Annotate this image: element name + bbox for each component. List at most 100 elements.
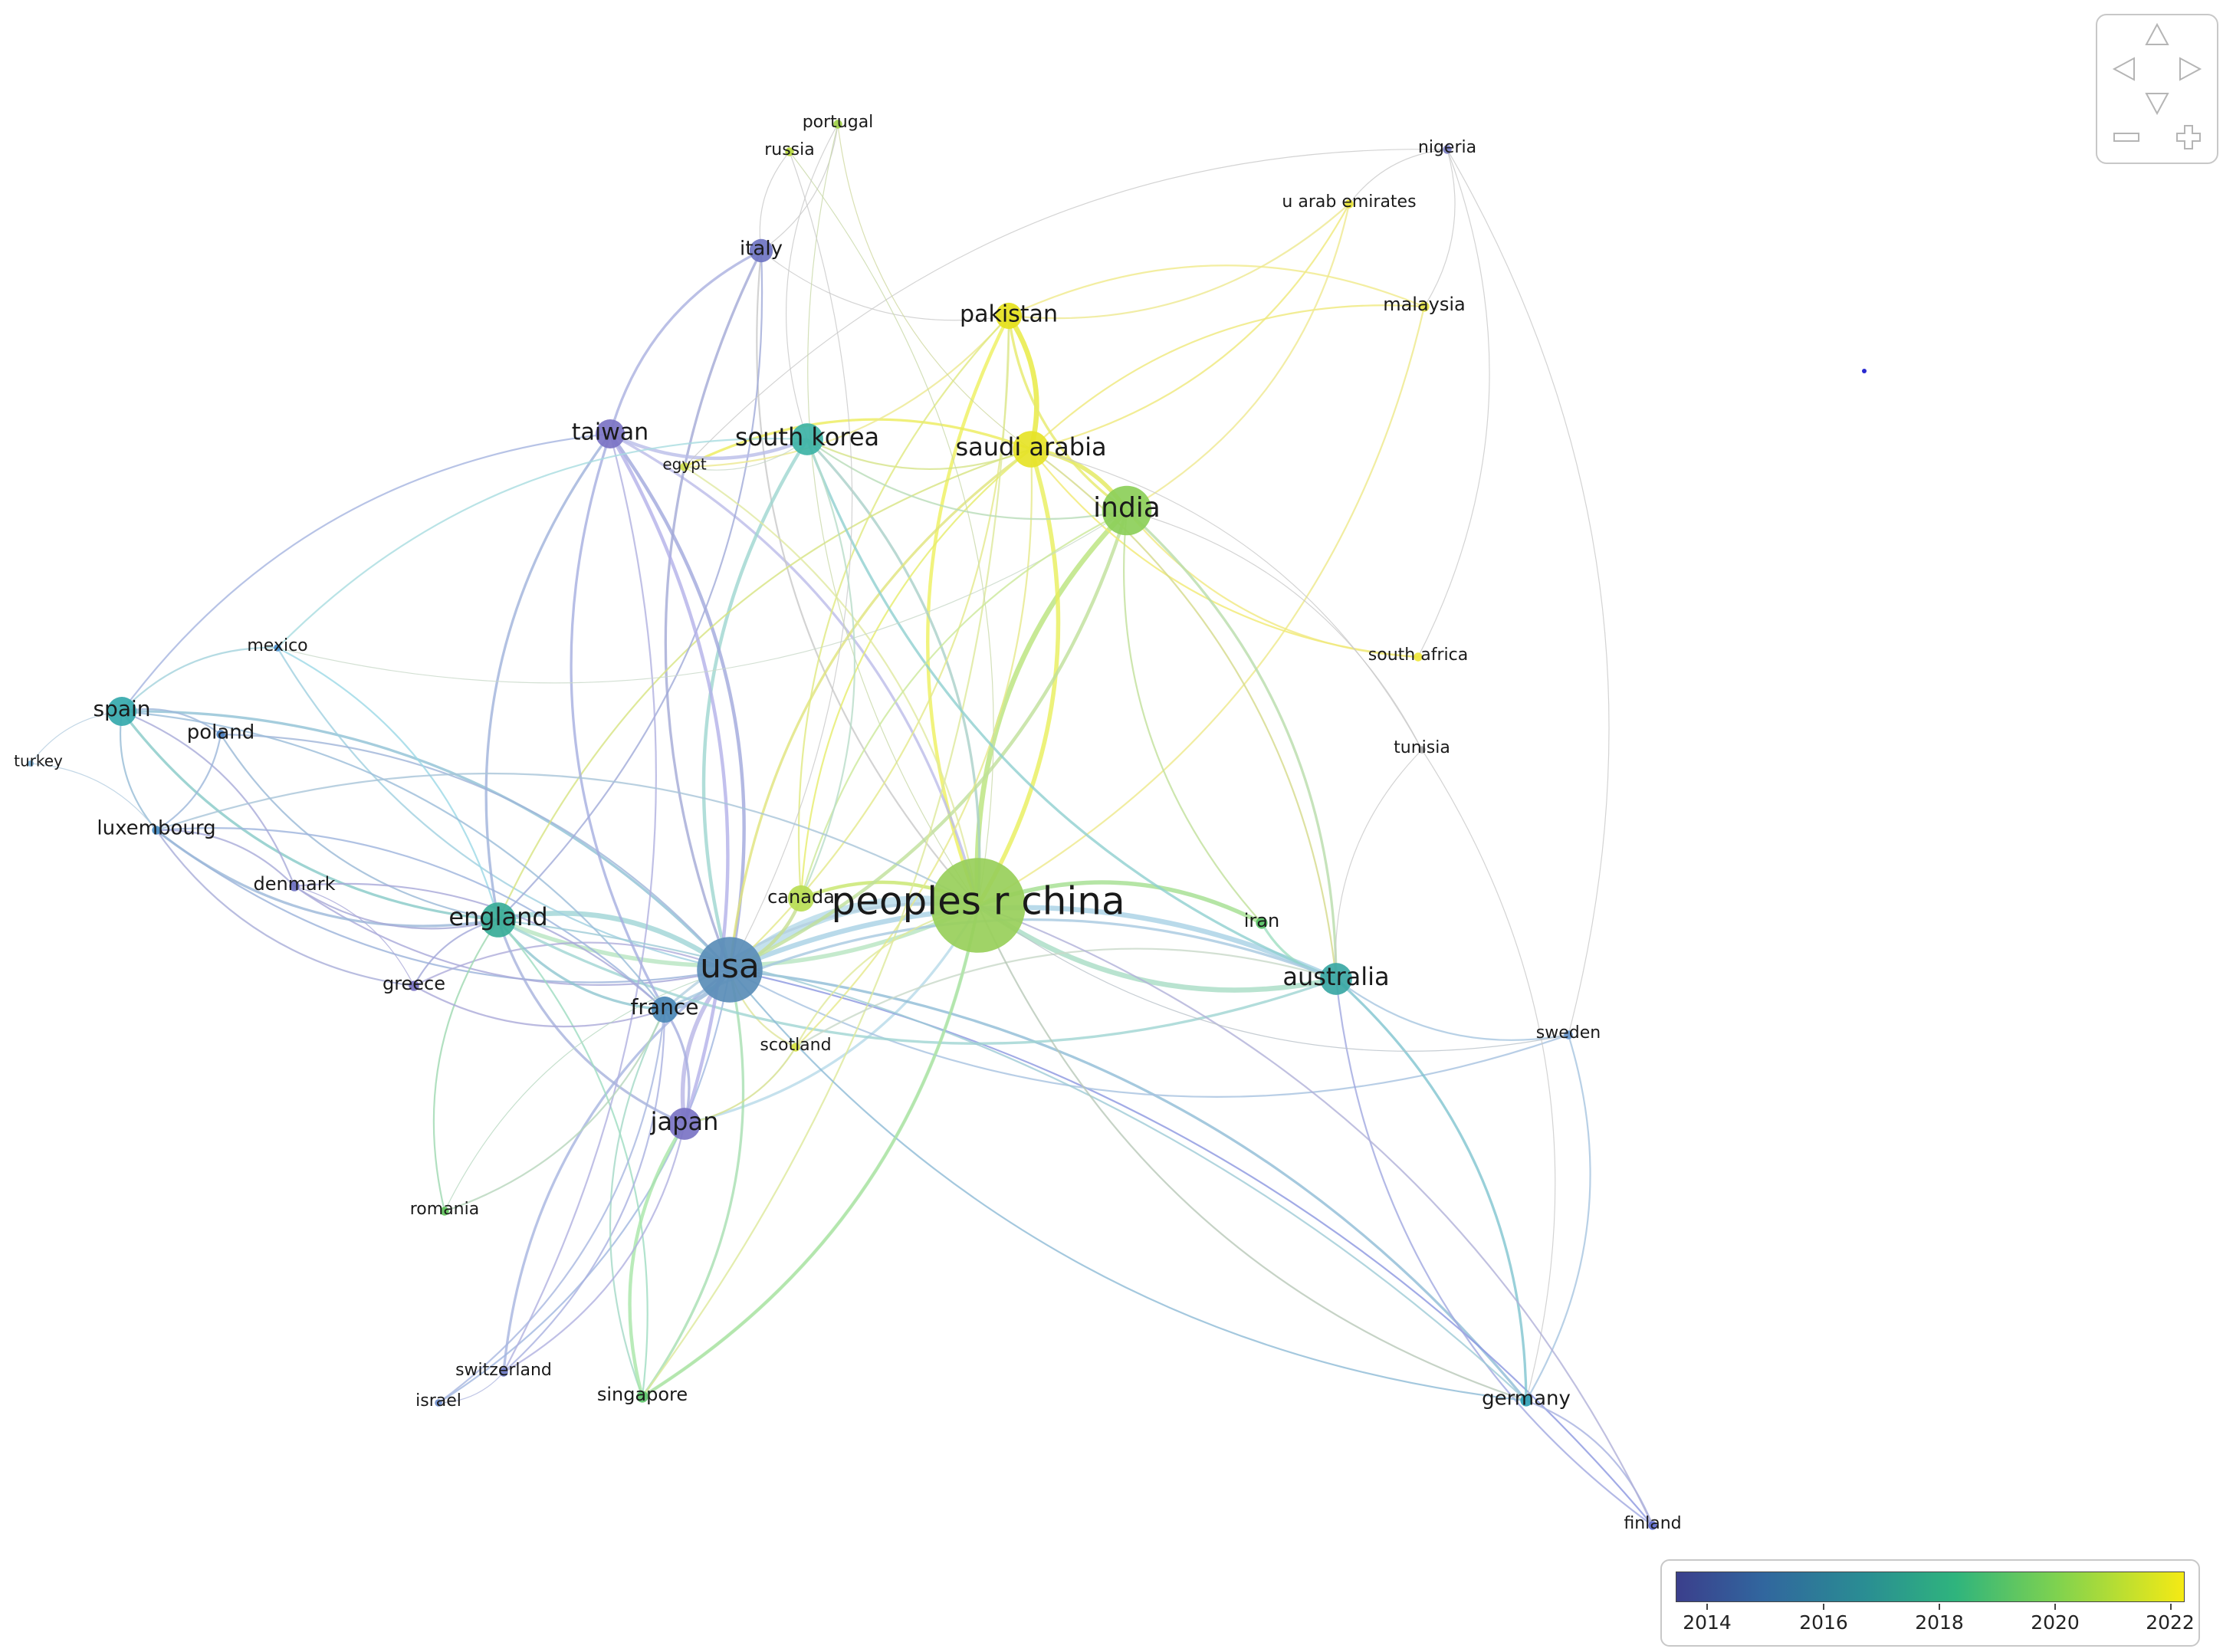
node-label-finland[interactable]: finland [1624,1514,1681,1533]
edge-usa-singapore [641,969,745,1397]
edge-portugal-china [807,123,979,906]
node-singapore[interactable] [636,1391,649,1403]
node-tunisia[interactable] [1418,746,1426,754]
node-portugal[interactable] [833,120,842,129]
edge-italy-pakistan [760,250,1010,321]
node-label-greece[interactable]: greece [383,973,445,994]
node-poland[interactable] [216,730,225,739]
pan-down-icon[interactable] [2145,93,2169,116]
node-label-england[interactable]: england [448,902,547,931]
edge-japan-singapore [628,1122,686,1397]
node-label-spain[interactable]: spain [93,696,150,721]
node-label-tunisia[interactable]: tunisia [1394,738,1450,757]
node-romania[interactable] [440,1207,449,1216]
node-label-saudi-arabia[interactable]: saudi arabia [955,432,1106,461]
node-mexico[interactable] [274,644,281,652]
node-france[interactable] [651,996,678,1023]
node-label-luxembourg[interactable]: luxembourg [97,817,215,840]
node-label-singapore[interactable]: singapore [597,1384,688,1405]
node-sweden[interactable] [1564,1030,1573,1039]
pan-left-icon[interactable] [2112,57,2135,81]
node-label-south-africa[interactable]: south africa [1368,645,1468,665]
node-label-iran[interactable]: iran [1244,910,1279,931]
node-india[interactable] [1102,485,1152,536]
node-luxembourg[interactable] [152,826,161,835]
edge-france-switzerland [503,1009,666,1373]
node-spain[interactable] [107,697,136,726]
node-turkey[interactable] [28,760,34,767]
edge-spain-luxembourg [119,711,157,831]
zoom-in-icon[interactable] [2176,125,2201,149]
node-italy[interactable] [749,238,773,263]
node-label-switzerland[interactable]: switzerland [455,1361,552,1380]
node-label-mexico[interactable]: mexico [247,636,307,655]
node-label-uae[interactable]: u arab emirates [1282,192,1416,212]
edge-pakistan-malaysia [1008,264,1425,317]
node-china[interactable] [931,858,1026,953]
node-label-south-korea[interactable]: south korea [735,422,879,452]
node-label-turkey[interactable]: turkey [14,752,63,770]
node-malaysia[interactable] [1419,301,1430,312]
node-taiwan[interactable] [596,419,625,448]
edge-taiwan-france [570,433,666,1010]
edge-usa-finland [729,968,1653,1526]
node-south-korea[interactable] [791,423,823,455]
node-australia[interactable] [1320,963,1352,995]
node-label-australia[interactable]: australia [1282,962,1389,991]
node-label-italy[interactable]: italy [740,238,783,261]
node-south-africa[interactable] [1414,652,1423,662]
node-label-denmark[interactable]: denmark [253,873,335,895]
edge-france-greece [413,985,665,1028]
node-uae[interactable] [1345,199,1354,209]
node-label-china[interactable]: peoples r china [831,879,1125,924]
node-japan[interactable] [668,1108,701,1140]
pan-up-icon[interactable] [2145,22,2169,45]
node-label-egypt[interactable]: egypt [662,455,707,474]
node-label-malaysia[interactable]: malaysia [1383,294,1466,315]
node-saudi-arabia[interactable] [1013,431,1049,468]
edge-australia-germany [1335,977,1528,1401]
node-nigeria[interactable] [1443,145,1452,154]
node-denmark[interactable] [289,881,300,892]
node-germany[interactable] [1520,1394,1532,1407]
node-england[interactable] [481,902,516,938]
node-greece[interactable] [409,980,419,991]
edge-india-uae [1126,203,1351,511]
node-egypt[interactable] [680,462,689,471]
edge-india-iran [1123,510,1263,924]
node-label-taiwan[interactable]: taiwan [572,419,649,446]
node-label-usa[interactable]: usa [700,947,760,986]
edge-luxembourg-greece [156,829,415,987]
node-label-sweden[interactable]: sweden [1536,1023,1601,1043]
node-iran[interactable] [1256,917,1268,929]
node-label-canada[interactable]: canada [767,886,835,908]
node-label-israel[interactable]: israel [415,1391,461,1411]
node-finland[interactable] [1648,1521,1657,1530]
node-label-india[interactable]: india [1093,492,1161,524]
node-label-portugal[interactable]: portugal [803,113,874,132]
node-israel[interactable] [435,1399,442,1407]
node-russia[interactable] [785,147,794,156]
node-label-nigeria[interactable]: nigeria [1418,138,1476,157]
node-label-russia[interactable]: russia [764,140,815,159]
node-label-germany[interactable]: germany [1482,1388,1571,1411]
navigation-control [2096,14,2218,164]
node-usa[interactable] [697,937,763,1003]
node-scotland[interactable] [791,1043,800,1052]
node-canada[interactable] [787,885,815,912]
edge-denmark-luxembourg [156,829,295,887]
pan-right-icon[interactable] [2179,57,2202,81]
zoom-out-icon[interactable] [2113,133,2139,142]
edge-greece-denmark [294,885,415,987]
edge-israel-switzerland [438,1371,504,1404]
node-label-scotland[interactable]: scotland [760,1036,831,1055]
node-label-japan[interactable]: japan [650,1107,719,1136]
edge-pakistan-uae [1008,203,1350,320]
node-label-france[interactable]: france [631,994,699,1020]
node-pakistan[interactable] [995,302,1023,330]
edge-usa-india [729,510,1129,971]
node-switzerland[interactable] [499,1368,508,1377]
node-label-romania[interactable]: romania [410,1200,479,1219]
node-label-poland[interactable]: poland [187,721,255,744]
node-label-pakistan[interactable]: pakistan [960,301,1058,328]
